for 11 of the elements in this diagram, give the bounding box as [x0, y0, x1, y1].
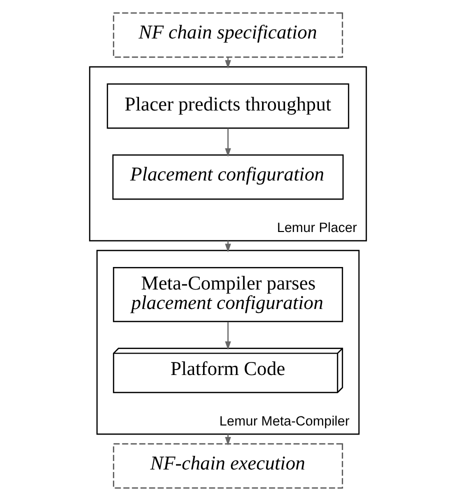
node-label: Lemur Placer — [276, 220, 356, 235]
cluster — [88, 66, 366, 242]
node-box: NF-chain execution — [112, 443, 343, 489]
arrow — [224, 128, 230, 157]
node-label: Lemur Meta-Compiler — [218, 413, 350, 428]
arrow — [224, 322, 230, 350]
node-box: Placement configuration — [112, 154, 344, 200]
node-box: Meta-Compiler parses placement configuration — [112, 267, 343, 322]
cluster — [96, 250, 360, 435]
node-box: Placer predicts throughput — [106, 83, 349, 129]
node-box: NF chain specification — [112, 12, 343, 58]
